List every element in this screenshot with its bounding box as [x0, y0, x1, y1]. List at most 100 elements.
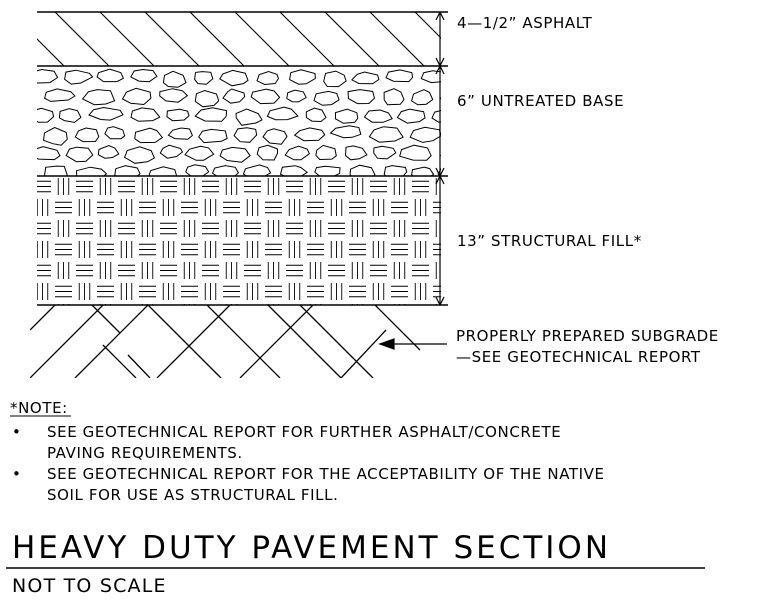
dimension-tick-asphalt-top [435, 11, 445, 21]
structural-fill-layer [37, 178, 441, 305]
aggregate-stone [104, 126, 126, 140]
asphalt-hatch-line [37, 38, 65, 66]
aggregate-stone [166, 108, 190, 122]
aggregate-stone [437, 168, 441, 176]
aggregate-stone [162, 70, 187, 88]
earth-hatch-line [91, 305, 121, 334]
leader-arrowhead [378, 338, 395, 350]
aggregate-stone [123, 146, 156, 164]
dimension-tick-asphalt-bottom [435, 57, 445, 75]
asphalt-layer [37, 12, 441, 66]
aggregate-stone [347, 89, 376, 105]
note-1-line2: PAVING REQUIREMENTS. [47, 444, 243, 462]
subgrade-label-line2: —SEE GEOTECHNICAL REPORT [456, 348, 701, 366]
aggregate-stone [313, 90, 340, 106]
aggregate-stone [37, 107, 55, 123]
asphalt-hatch-line [189, 12, 245, 66]
aggregate-stone [58, 108, 82, 123]
asphalt-hatch-pattern [37, 12, 441, 66]
aggregate-stone [409, 126, 441, 143]
aggregate-stone [411, 166, 435, 176]
aggregate-stone [363, 109, 393, 123]
note-2-line2: SOIL FOR USE AS STRUCTURAL FILL. [47, 486, 338, 504]
aggregate-stone [159, 144, 184, 159]
earth-hatch-line [30, 305, 104, 378]
earth-hatch-line [267, 305, 342, 378]
aggregate-stone [349, 164, 376, 176]
earth-hatch-line [102, 344, 137, 378]
aggregate-stone [81, 89, 116, 106]
aggregate-stone [148, 166, 178, 176]
earth-hatch-line [156, 305, 231, 378]
aggregate-stone [399, 144, 432, 161]
earth-hatch-line [239, 305, 314, 378]
aggregate-stone [279, 165, 309, 176]
aggregate-stone [431, 110, 441, 123]
aggregate-stone [289, 69, 316, 85]
earth-hatch-line [299, 305, 374, 378]
aggregate-stone [44, 88, 76, 102]
thickness-dimension [435, 11, 445, 306]
asphalt-hatch-line [324, 12, 380, 66]
dimension-tick-fill-bottom [435, 296, 445, 306]
aggregate-stone [114, 165, 141, 176]
aggregate-stone [284, 145, 311, 161]
aggregate-stone [96, 68, 125, 83]
aggregate-stone [256, 70, 280, 86]
aggregate-stone [293, 127, 326, 142]
aggregate-stone [97, 144, 120, 159]
aggregate-stone [211, 165, 240, 176]
aggregate-stone [219, 146, 251, 163]
aggregate-stone [74, 127, 100, 143]
aggregate-stone [194, 71, 214, 85]
untreated-base-layer [37, 68, 481, 176]
aggregate-stone [368, 126, 404, 143]
asphalt-hatch-line [279, 12, 335, 66]
subgrade-leader [378, 338, 447, 350]
aggregate-stone [373, 145, 397, 160]
aggregate-stone [383, 88, 405, 106]
aggregate-stone [314, 165, 341, 176]
aggregate-stone [167, 127, 194, 140]
note-1-line1: SEE GEOTECHNICAL REPORT FOR FURTHER ASPH… [47, 423, 561, 441]
aggregate-stone [130, 107, 161, 122]
aggregate-stone [440, 154, 441, 157]
structural-fill-label: 13” STRUCTURAL FILL* [457, 232, 642, 250]
earth-hatch-line [127, 354, 151, 378]
aggregate-stone [351, 71, 380, 85]
note-heading: *NOTE: [10, 399, 68, 417]
aggregate-stone [233, 127, 258, 143]
aggregate-stone [37, 146, 61, 161]
aggregate-stone [329, 125, 362, 139]
earth-hatch-line [74, 305, 149, 378]
aggregate-stone [235, 108, 263, 126]
earth-hatch-line [147, 305, 222, 378]
note-bullet-1: • [12, 423, 21, 441]
note-2-line1: SEE GEOTECHNICAL REPORT FOR THE ACCEPTAB… [47, 465, 605, 483]
aggregate-stone [383, 165, 408, 176]
basket-weave-pattern [37, 178, 441, 305]
aggregate-stone [256, 144, 279, 161]
aggregate-stone [286, 89, 307, 103]
asphalt-hatch-line [234, 12, 290, 66]
aggregate-stone [219, 69, 249, 87]
aggregate-stone [194, 89, 220, 108]
aggregate-stone-pattern [37, 68, 481, 176]
aggregate-stone [449, 129, 481, 144]
aggregate-stone [266, 106, 299, 121]
aggregate-stone [43, 165, 68, 176]
aggregate-stone [305, 107, 327, 123]
untreated-base-label: 6” UNTREATED BASE [457, 92, 624, 110]
aggregate-stone [335, 108, 359, 124]
asphalt-hatch-line [369, 12, 425, 66]
earth-hatch-line [374, 305, 421, 351]
aggregate-stone [65, 146, 94, 163]
aggregate-stone [411, 89, 434, 106]
asphalt-hatch-line [99, 12, 155, 66]
asphalt-hatch-line [414, 12, 441, 39]
aggregate-stone [198, 128, 228, 144]
dimension-tick-base-bottom [435, 167, 445, 185]
aggregate-stone [64, 69, 94, 85]
herringbone-earth-pattern [30, 305, 421, 378]
